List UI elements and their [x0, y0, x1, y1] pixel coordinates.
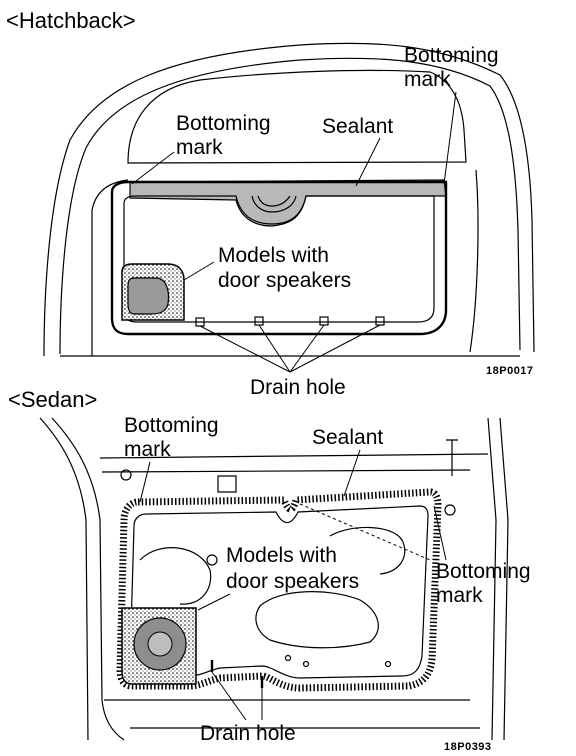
sedan-trim-shape-1	[139, 547, 212, 605]
sedan-speaker-center	[147, 631, 173, 657]
sedan-sealant-label: Sealant	[312, 426, 383, 449]
sedan-drain-hole-leaders	[211, 671, 263, 721]
sedan-pillar-right-2	[499, 417, 509, 741]
sedan-bottoming-mark-left-leader	[139, 461, 151, 503]
sedan-bottoming-mark-right-leader	[433, 505, 447, 561]
hatchback-drain-hole-label: Drain hole	[250, 376, 346, 399]
sedan-speakers-label: Models with door speakers	[226, 544, 359, 593]
sedan-small-hole-3	[384, 660, 392, 668]
hatchback-bottoming-mark-left-leader	[131, 151, 175, 185]
sedan-figure-code: 18P0393	[444, 741, 492, 753]
sedan-panel: <Sedan> Bottoming	[8, 387, 536, 753]
sedan-small-hole-2	[302, 660, 310, 668]
hatchback-inner-outline	[123, 195, 435, 323]
hatchback-door-frame	[43, 42, 535, 357]
hatchback-title: <Hatchback>	[6, 8, 136, 33]
hatchback-panel-line	[91, 179, 129, 356]
sedan-pillar-left	[39, 417, 89, 741]
sedan-trim-shape-3	[329, 526, 406, 575]
hatchback-drain-hole-3	[319, 316, 329, 326]
sedan-lock-rod	[446, 439, 458, 476]
hatchback-speaker-recess	[251, 195, 297, 213]
sedan-pillar-right	[487, 417, 497, 741]
hatchback-bottoming-mark-right-leader	[443, 91, 457, 185]
hatchback-bottoming-mark-right-label: Bottoming mark	[404, 44, 504, 91]
sedan-clip-hole-1	[120, 469, 132, 481]
sedan-drain-hole-label: Drain hole	[200, 722, 296, 745]
hatchback-door-frame-inner	[59, 57, 521, 355]
hatchback-drain-hole-2	[254, 316, 264, 326]
sedan-title: <Sedan>	[8, 387, 97, 412]
sedan-door-top-line-2	[101, 469, 471, 473]
sedan-clip-hole-2	[444, 504, 456, 516]
sedan-pillar-left-2	[51, 417, 125, 741]
sedan-bottoming-mark-left-label: Bottoming mark	[124, 414, 224, 461]
hatchback-panel: <Hatchback> Bottoming mark Bottom	[6, 8, 535, 399]
sedan-sealant-leader	[343, 449, 361, 497]
hatchback-speaker-pad	[127, 277, 170, 315]
hatchback-speakers-label: Models with door speakers	[218, 244, 351, 292]
sedan-speaker-screw	[206, 554, 218, 566]
sedan-bottoming-mark-right-label: Bottoming mark	[436, 560, 536, 607]
sedan-door-top-line	[99, 453, 489, 459]
hatchback-window-opening	[127, 69, 467, 164]
hatchback-sealant-label: Sealant	[322, 115, 393, 138]
hatchback-figure-code: 18P0017	[486, 365, 534, 377]
hatchback-speakers-leader	[183, 261, 215, 281]
hatchback-sealant-outline	[110, 180, 448, 336]
hatchback-bottoming-mark-left-label: Bottoming mark	[176, 112, 276, 159]
sedan-latch	[217, 475, 237, 493]
sedan-speakers-leader	[197, 593, 231, 611]
hatchback-panel-line-3	[469, 169, 479, 353]
hatchback-sealant-leader	[355, 137, 381, 187]
hatchback-drain-hole-leaders	[199, 324, 381, 373]
hatchback-speaker-cup	[257, 195, 291, 207]
hatchback-drain-hole-4	[375, 316, 385, 326]
hatchback-sealant-top-strip	[129, 179, 447, 227]
sedan-small-hole-1	[284, 654, 292, 662]
sedan-trim-shape-2	[255, 591, 379, 649]
